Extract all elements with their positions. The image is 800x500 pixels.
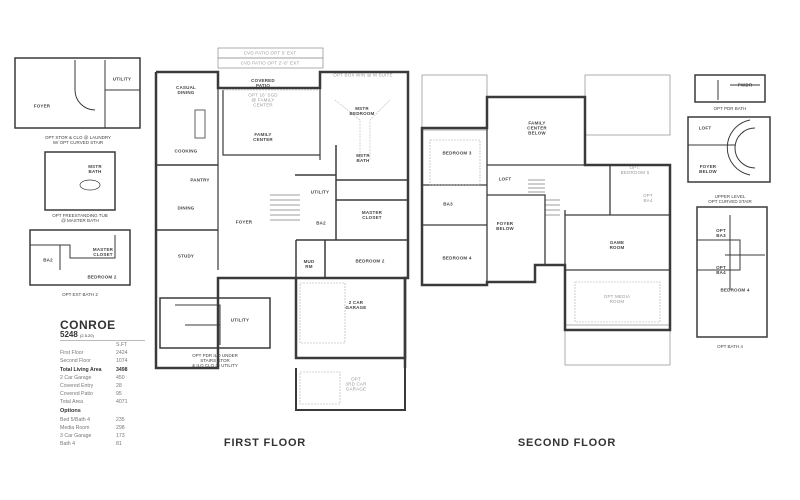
spec-value: 173 (116, 433, 125, 440)
first-floor-plan (154, 47, 410, 411)
inset-foyer-label: FOYER (33, 103, 51, 109)
spec-value: 450 (116, 374, 125, 381)
spec-label: Covered Entry (60, 383, 94, 390)
covered-patio-label: COVERED PATIO (251, 78, 275, 88)
bedroom2-label: BEDROOM 2 (355, 258, 385, 264)
bedroom3-label: BEDROOM 3 (442, 150, 472, 156)
spec-value: 298 (116, 424, 125, 431)
spec-row: Second Floor 1074 (60, 357, 145, 365)
pantry-label: PANTRY (190, 177, 210, 183)
master-closet-label: MASTER CLOSET (361, 210, 383, 220)
inset-curved-stair-caption: OPT STOR & CLO @ LAUNDRY W/ OPT CURVED S… (44, 135, 112, 145)
opt-bedroom5-label: OPT. BEDROOM 5 (620, 165, 650, 175)
opt-garage-label: OPT 3RD CAR GARAGE (345, 376, 367, 392)
inset-tub-caption: OPT FREESTANDING TUB @ MASTER BATH (52, 213, 108, 223)
bath3-label: BA3 (443, 201, 453, 207)
spec-row: 3 Car Garage 173 (60, 432, 145, 440)
plan-number-value: 5248 (60, 330, 78, 339)
cooking-label: COOKING (174, 148, 198, 154)
opt-bath-label: OPT BA4 (643, 193, 653, 203)
spec-label: First Floor (60, 350, 84, 357)
plan-revision: (2.5.20) (80, 333, 94, 338)
spec-label: Bath 4 (60, 441, 75, 448)
spec-value: 2424 (116, 350, 128, 357)
study-label: STUDY (177, 253, 195, 259)
spec-row: Bed 5/Bath 4 235 (60, 416, 145, 424)
spec-label: 2 Car Garage (60, 374, 92, 381)
first-floor-title: FIRST FLOOR (223, 437, 307, 449)
inset-bedroom4-label: BEDROOM 4 (720, 287, 750, 293)
option-insets (14, 57, 771, 349)
spec-value: 1074 (116, 358, 128, 365)
inset-pwdr-label: PWDR (737, 82, 753, 88)
inset-ext-bath2-caption: OPT EXT BATH 2 (62, 292, 98, 297)
patio-ext1-label: CVD PATIO OPT 5' EXT (243, 50, 297, 56)
bath2-label: BA2 (316, 220, 326, 226)
spec-row: Covered Entry 28 (60, 382, 145, 390)
inset-ba3-label: OPT BA3 (716, 228, 726, 238)
dining-label: DINING (177, 205, 195, 211)
inset-bedroom2-label: BEDROOM 2 (87, 274, 117, 280)
spec-label: Total Living Area (60, 366, 102, 373)
spec-row: Covered Patio 95 (60, 390, 145, 398)
inset-ba2-label: BA2 (43, 257, 53, 263)
family-below-label: FAMILY CENTER BELOW (527, 120, 547, 136)
spec-value: 4071 (116, 399, 128, 406)
plan-spec-table: CONROE 5248 (2.5.20) S.FT First Floor 242… (60, 318, 145, 448)
mud-room-label: MUD RM (303, 259, 315, 269)
spec-value: 3498 (116, 366, 128, 373)
second-floor-plan (420, 74, 672, 366)
inset-closet-label: MASTER CLOSET (92, 247, 114, 257)
spec-label: 3 Car Garage (60, 433, 92, 440)
opt-media-label: OPT MEDIA ROOM (603, 294, 631, 304)
inset-utility-label: UTILITY (112, 76, 132, 82)
loft-label: LOFT (498, 176, 512, 182)
casual-dining-label: CASUAL DINING (176, 85, 196, 95)
spec-label: Total Area (60, 399, 84, 406)
inset-under-stairs-utility: UTILITY (230, 317, 250, 323)
mstr-bath-label: MSTR BATH (356, 153, 370, 163)
foyer-below-label: FOYER BELOW (496, 221, 514, 231)
bedroom4-label: BEDROOM 4 (442, 255, 472, 261)
game-room-label: GAME ROOM (609, 240, 625, 250)
second-floor-title: SECOND FLOOR (517, 437, 617, 449)
spec-label: Covered Patio (60, 391, 93, 398)
foyer-label: FOYER (235, 219, 253, 225)
spec-label: Bed 5/Bath 4 (60, 416, 90, 423)
family-center-label: FAMILY CENTER (253, 132, 273, 142)
opt-sgd-label: OPT 16' SGD @ FAMILY CENTER (248, 92, 278, 108)
spec-row: Total Area 4071 (60, 398, 145, 406)
inset-upper-stair-caption: UPPER LEVEL OPT CURVED STAIR (708, 194, 752, 204)
spec-row: First Floor 2424 (60, 349, 145, 357)
utility-label: UTILITY (310, 189, 330, 195)
garage-label: 2 CAR GARAGE (345, 300, 367, 310)
spec-row: Total Living Area 3498 (60, 366, 145, 374)
spec-row: Bath 4 81 (60, 440, 145, 448)
plan-number: 5248 (2.5.20) (60, 330, 145, 341)
inset-pdr-caption: OPT PDR BATH (713, 106, 747, 111)
patio-ext2-label: CVD PATIO OPT 2'-6" EXT (240, 60, 300, 66)
opt-box-win-label: OPT BOX WIN @ M SUITE (333, 72, 393, 78)
sqft-header: S.FT (116, 342, 128, 348)
plan-name: CONROE (60, 318, 116, 332)
options-header: Options (60, 407, 81, 414)
inset-mstr-bath-label: MSTR BATH (88, 164, 102, 174)
spec-value: 235 (116, 416, 125, 423)
spec-row: 2 Car Garage 450 (60, 374, 145, 382)
spec-label: Second Floor (60, 358, 91, 365)
inset-ba4-label: OPT BA4 (716, 265, 726, 275)
inset-loft-label: LOFT (698, 125, 712, 131)
spec-value: 81 (116, 441, 122, 448)
spec-value: 95 (116, 391, 122, 398)
spec-value: 28 (116, 383, 122, 390)
inset-foyer-below-label: FOYER BELOW (699, 164, 717, 174)
inset-bath4-caption: OPT BATH 4 (717, 344, 743, 349)
mstr-bedroom-label: MSTR BEDROOM (349, 106, 375, 116)
spec-row: Media Room 298 (60, 424, 145, 432)
spec-label: Media Room (60, 424, 90, 431)
inset-under-stairs-caption: OPT PDR ILO UNDER STAIRS STOR & ILO CLO … (192, 353, 238, 368)
